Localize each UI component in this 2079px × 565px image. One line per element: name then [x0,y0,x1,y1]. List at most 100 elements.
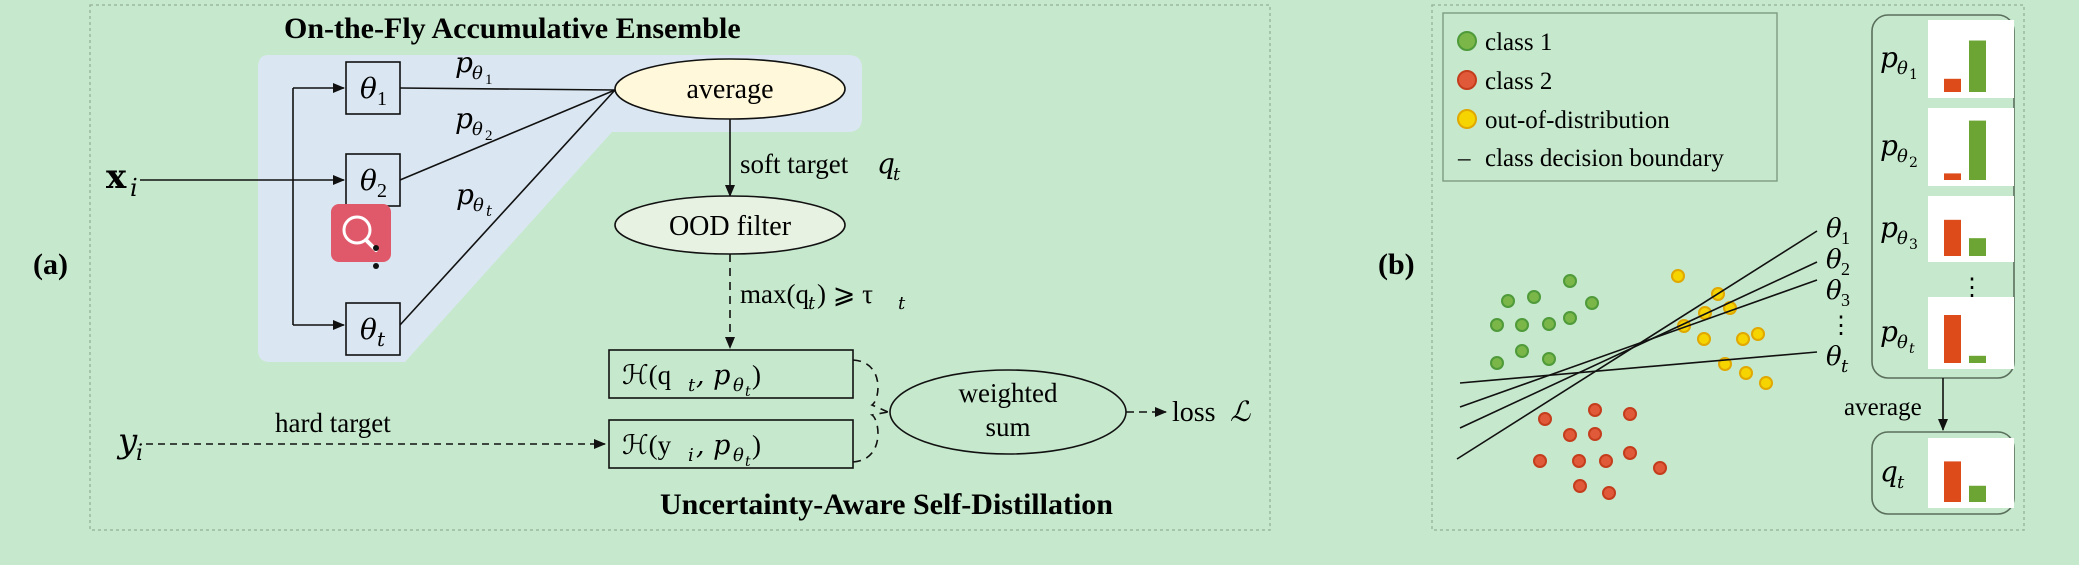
soft-loss-p: , p [696,360,730,391]
model-ellipsis-dot2 [373,263,379,269]
q-panel-chart-bar-class1 [1969,485,1986,502]
boundary-label-theta2-sub: 2 [1841,259,1850,279]
label-y-sub: i [136,441,143,466]
boundary-vdots: ⋮ [1829,313,1853,339]
hard-loss-close: ) [752,430,761,460]
class1-points [1490,274,1599,370]
class2-points [1533,403,1667,500]
prob-panel-2-label: p [1880,129,1898,162]
p-theta2-subsub: 2 [485,128,493,144]
q-panel-chart-label-sub: t [1897,472,1905,493]
hard-loss-p-sub: θ [733,445,744,466]
prob-panel-4-label-sub: θ [1897,332,1908,353]
prob-panel-2-label-sub: θ [1897,146,1908,167]
soft-target-text: soft target [740,149,849,179]
hard-loss-box[interactable] [608,419,854,469]
soft-loss-p-sub: θ [733,375,744,396]
prob-panel-4-bar-class1 [1969,355,1986,363]
prob-panel-4-bar-class2 [1944,315,1961,363]
model-thetat-sub: t [377,327,386,351]
prob-panel-3-bar-class1 [1969,238,1986,256]
prob-panel-2-bar-class2 [1944,173,1961,180]
legend-class2-marker [1457,70,1477,90]
model-theta2: θ [360,164,377,197]
model-box-thetat[interactable] [345,302,401,356]
loss-text: loss [1172,397,1216,428]
p-theta1-label: p [455,46,473,79]
model-theta1-sub: 1 [377,88,387,110]
filter-condition-tau-sub: t [898,293,906,314]
boundary-label-theta1-sub: 1 [1841,228,1850,248]
soft-loss-h: ℋ(q [622,360,672,390]
prob-panel-1-label: p [1880,41,1898,74]
soft-loss-box[interactable] [608,349,854,399]
panel-b-label: (b) [1378,248,1415,281]
soft-loss-connector [852,359,889,413]
panel-b-frame [1431,4,2025,531]
soft-target-q: q [877,147,895,180]
hard-loss-p-subsub: t [745,454,751,470]
prob-panel-1-bar-class2 [1944,78,1961,92]
magnifier-badge[interactable] [331,204,391,262]
p-thetat-label: p [456,178,474,211]
p-theta1-line [399,87,616,91]
p-thetat-sub: θ [473,195,484,216]
ensemble-title: On-the-Fly Accumulative Ensemble [284,12,741,45]
p-thetat-line [399,89,616,326]
prob-panel-3-label-subsub: 3 [1909,237,1918,253]
boundary-theta3 [1459,279,1818,408]
loss-symbol: ℒ [1230,395,1251,428]
model-ellipsis-dot1 [373,245,379,251]
ood-filter-label: OOD filter [669,211,792,242]
hard-loss-p: , p [696,430,730,461]
legend-class1-marker [1457,31,1477,51]
boundary-label-theta3-sub: 3 [1841,290,1850,310]
boundary-label-thetat-sub: t [1841,356,1849,377]
filter-condition-rest: ) ⩾ τ [817,279,873,309]
filter-condition: max(q [740,279,809,309]
soft-target-q-sub: t [893,164,901,185]
panel-a-label: (a) [33,248,68,281]
p-theta2-line [399,89,616,181]
model-theta2-sub: 2 [377,180,387,202]
ensemble-region [258,55,862,362]
p-thetat-subsub: t [486,202,493,220]
prob-panel-2-bar-class1 [1969,120,1986,180]
p-theta2-label: p [455,102,473,135]
model-theta1: θ [360,72,377,105]
weighted-sum-line1: weighted [959,378,1058,408]
panel-a-frame [89,4,1271,531]
boundary-theta2 [1459,261,1818,429]
prob-panel-1-label-sub: θ [1897,58,1908,79]
hard-loss-y-sub: i [688,445,694,466]
p-theta2-sub: θ [472,119,483,140]
legend-box [1442,12,1778,182]
prob-panel-3-label-sub: θ [1897,228,1908,249]
boundary-thetat [1459,351,1818,384]
legend-ood: out-of-distribution [1485,107,1670,134]
prob-panel-4-label-subsub: t [1909,341,1915,357]
prob-panel-3-label: p [1880,211,1898,244]
prob-panel-1-label-subsub: 1 [1909,67,1918,83]
prob-panel-3-bar-class2 [1944,219,1961,256]
legend-boundary: class decision boundary [1485,145,1724,172]
prob-vdots: ⋮ [1960,275,1984,301]
ood-points [1671,269,1773,390]
input-x-sub: i [130,174,138,202]
q-panel-chart-bar-class2 [1944,461,1961,502]
boundary-label-theta2: θ [1826,245,1842,275]
boundary-label-theta3: θ [1826,276,1842,306]
prob-panel-4-label: p [1880,315,1898,348]
prob-panel-1-bar-class1 [1969,40,1986,92]
prob-panel-2-label-subsub: 2 [1909,155,1918,171]
p-theta1-sub: θ [472,63,483,84]
soft-loss-close: ) [752,360,761,390]
soft-loss-q-sub: t [688,375,696,396]
q-panel-chart-label: q [1880,455,1898,488]
